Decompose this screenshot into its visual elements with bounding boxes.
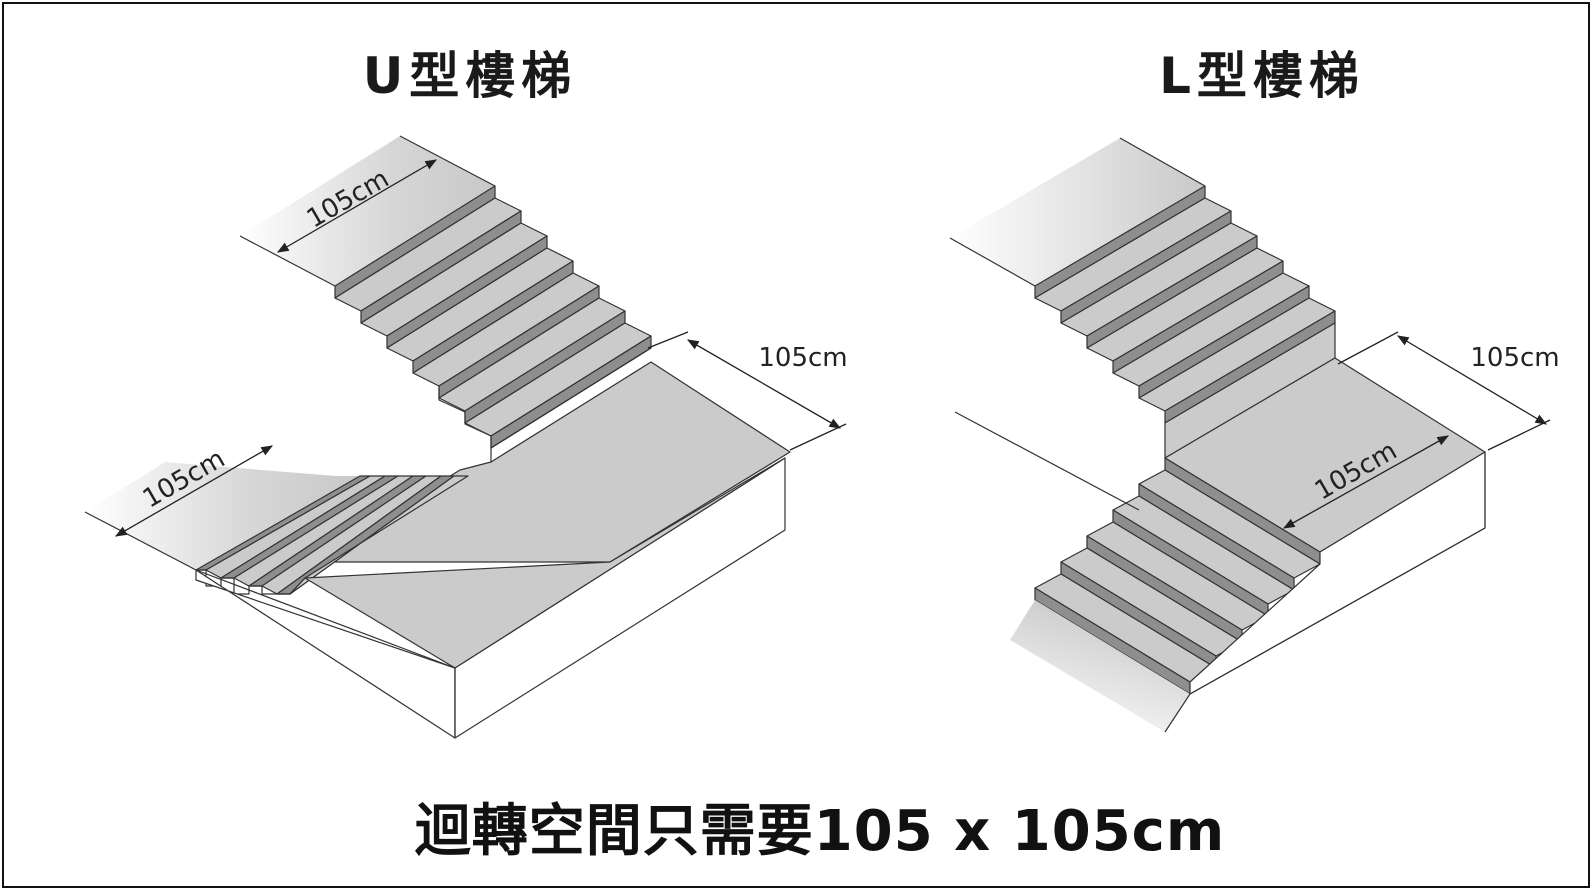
u-dim-lower-line: [114, 445, 274, 537]
u-dim-label-landing: 105cm: [758, 343, 847, 373]
u-lower-flight-steps: [195, 475, 469, 595]
l-stair-drawing: [949, 137, 1486, 733]
l-stair-dimensions: [1282, 331, 1551, 529]
u-dim-landing-line: [686, 339, 842, 429]
l-upper-flight-steps: [1034, 185, 1336, 459]
u-stair-drawing: [84, 135, 791, 739]
l-stair-title: L型樓梯: [1159, 47, 1365, 105]
u-dim-upper-line: [276, 159, 438, 253]
l-dim-landing-line: [1396, 335, 1548, 425]
caption: 迴轉空間只需要105 x 105cm: [414, 799, 1226, 864]
l-dim-width-line: [1282, 435, 1450, 529]
l-lower-flight-steps: [1034, 457, 1321, 695]
l-dim-label-landing: 105cm: [1470, 343, 1559, 373]
u-stair-dimensions: [114, 159, 847, 537]
u-stair-title: U型樓梯: [362, 47, 578, 105]
